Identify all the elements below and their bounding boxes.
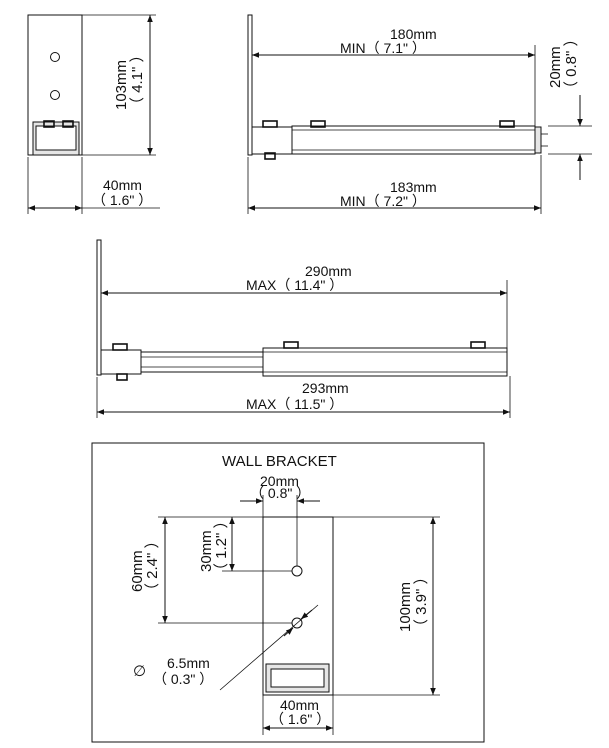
max-overall-mm-label: 293mm (302, 380, 349, 396)
max-view: 290mm MAX（ 11.4" ） 293mm MAX（ 11.5" ） (96, 239, 511, 418)
bracket-height-mm-label: 100mm (397, 582, 414, 632)
width-mm-label: 40mm (103, 177, 142, 193)
height-mm-label: 103mm (113, 60, 130, 110)
top-left-view: 103mm （ 4.1" ） 40mm （ 1.6" ） (27, 14, 160, 214)
min-view: 180mm MIN（ 7.1" ） 183mm MIN（ 7.2" ） 20mm… (247, 14, 592, 214)
wall-bracket-title: WALL BRACKET (222, 453, 337, 470)
min-arm-dimension: 180mm MIN（ 7.1" ） (252, 26, 536, 126)
min-overall-mm-label: 183mm (390, 179, 437, 195)
min-depth-dimension: 20mm （ 0.8" ） (547, 31, 592, 180)
bracket-height-in-label: （ 3.9" ） (413, 569, 430, 634)
hole-spacing-dimension: 60mm （ 2.4" ） (129, 517, 292, 624)
min-arm-mm-label: 180mm (390, 26, 437, 42)
depth-mm-label: 20mm (547, 46, 564, 88)
top-hole-mm-label: 30mm (198, 530, 215, 572)
diameter-symbol: ∅ (133, 663, 146, 680)
min-bracket-drawing (247, 14, 548, 214)
top-hole-dimension: 30mm （ 1.2" ） (158, 513, 292, 578)
wall-plate-front (27, 14, 83, 214)
hole-offset-dimension: 20mm （ 0.8" ） (240, 473, 320, 566)
hole-diameter-callout: ∅ 6.5mm （ 0.3" ） (133, 604, 319, 691)
max-overall-in-label: MAX（ 11.5" ） (246, 396, 343, 412)
max-arm-in-label: MAX（ 11.4" ） (246, 277, 343, 293)
hole-spacing-in-label: （ 2.4" ） (144, 533, 161, 598)
wall-bracket-frame (91, 442, 485, 743)
max-arm-mm-label: 290mm (305, 263, 352, 279)
max-bracket-drawing (96, 239, 508, 418)
wall-bracket-plate (262, 516, 334, 735)
min-overall-in-label: MIN（ 7.2" ） (340, 193, 426, 209)
hole-offset-mm-label: 20mm (260, 473, 299, 489)
wall-bracket-section: WALL BRACKET 20mm （ 0.8" ） 30mm （ 1.2" ） (91, 442, 485, 743)
depth-in-label: （ 0.8" ） (563, 31, 580, 96)
hole-dia-mm-label: 6.5mm (167, 655, 210, 671)
height-dimension: 103mm （ 4.1" ） (82, 14, 156, 156)
min-overall-dimension: 183mm MIN（ 7.2" ） (248, 155, 542, 214)
max-overall-dimension: 293mm MAX（ 11.5" ） (97, 376, 511, 418)
height-in-label: （ 4.1" ） (129, 47, 146, 112)
hole-spacing-mm-label: 60mm (129, 550, 146, 592)
top-hole (291, 565, 303, 577)
min-arm-in-label: MIN（ 7.1" ） (340, 40, 426, 56)
hole-offset-in-label: （ 0.8" ） (250, 485, 310, 501)
width-dimension: 40mm （ 1.6" ） (28, 177, 160, 211)
width-in-label: （ 1.6" ） (92, 192, 152, 208)
height-100-dimension: 100mm （ 3.9" ） (333, 516, 440, 696)
bracket-width-mm-label: 40mm (280, 697, 319, 713)
bracket-width-in-label: （ 1.6" ） (270, 711, 330, 727)
bracket-width-dimension: 40mm （ 1.6" ） (263, 697, 333, 731)
max-arm-dimension: 290mm MAX（ 11.4" ） (101, 263, 508, 348)
hole-dia-in-label: （ 0.3" ） (153, 671, 213, 687)
top-hole-in-label: （ 1.2" ） (213, 513, 230, 578)
